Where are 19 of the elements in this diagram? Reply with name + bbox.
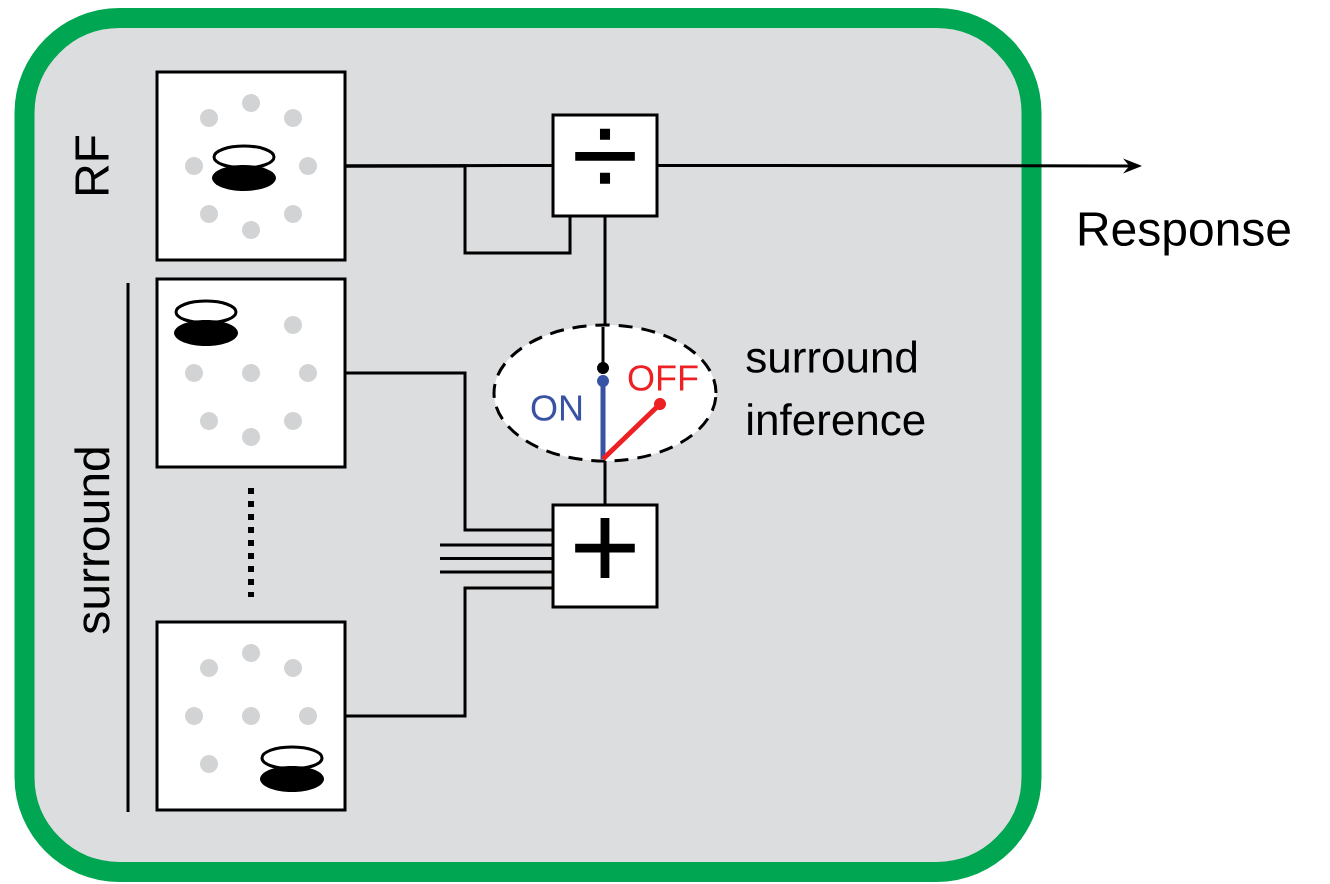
switch-label: OFF (628, 365, 698, 391)
connector-line (603, 461, 607, 505)
switch-label: ON (531, 395, 582, 421)
operator-box: + (551, 503, 659, 609)
annotation-text: surround inference (746, 340, 925, 436)
connector-line (440, 543, 553, 547)
stimulus-panel-drawing (155, 70, 347, 262)
side-label: surround (74, 448, 110, 634)
connector-line (440, 570, 553, 574)
connector-line (345, 371, 553, 532)
side-label: RF (75, 135, 109, 195)
stimulus-panel-drawing (155, 277, 347, 469)
connector-line (440, 557, 553, 560)
output-label: Response (1079, 212, 1290, 256)
connector-line (345, 164, 572, 255)
stimulus-panel-drawing (155, 620, 347, 812)
connector-line (345, 586, 553, 718)
connector-line (603, 216, 607, 325)
operator-box: ÷ (551, 113, 659, 218)
